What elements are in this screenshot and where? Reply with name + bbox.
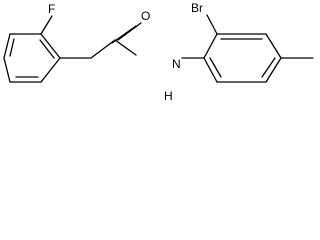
bond [3, 57, 11, 83]
bond [40, 57, 61, 83]
aromatic-double-bond [209, 57, 222, 78]
bond [203, 33, 218, 59]
aromatic-double-bond [39, 39, 55, 59]
bond [40, 33, 61, 59]
bond-carbonyl-n [114, 39, 137, 56]
hydrogen-atom-label: H [164, 89, 173, 103]
fluorophenyl-ring [3, 33, 61, 83]
bond [203, 57, 218, 83]
nitrogen-atom-label: N [172, 57, 181, 71]
bond-c-br [206, 14, 218, 35]
carbonyl-double-bond [117, 22, 142, 41]
aromatic-double-bond [261, 57, 276, 78]
bromomethylphenyl-ring [203, 33, 282, 83]
bromine-atom-label: Br [191, 1, 203, 15]
aromatic-double-bond [9, 38, 15, 57]
bond-ch2-carbonyl [90, 39, 116, 59]
bond [3, 33, 11, 59]
bond [265, 57, 282, 83]
oxygen-atom-label: O [141, 9, 150, 23]
bond [265, 33, 282, 59]
molecule-structure-diagram: F O N H Br [3, 1, 314, 103]
fluorine-atom-label: F [48, 2, 55, 16]
bond-c-f [40, 15, 53, 35]
